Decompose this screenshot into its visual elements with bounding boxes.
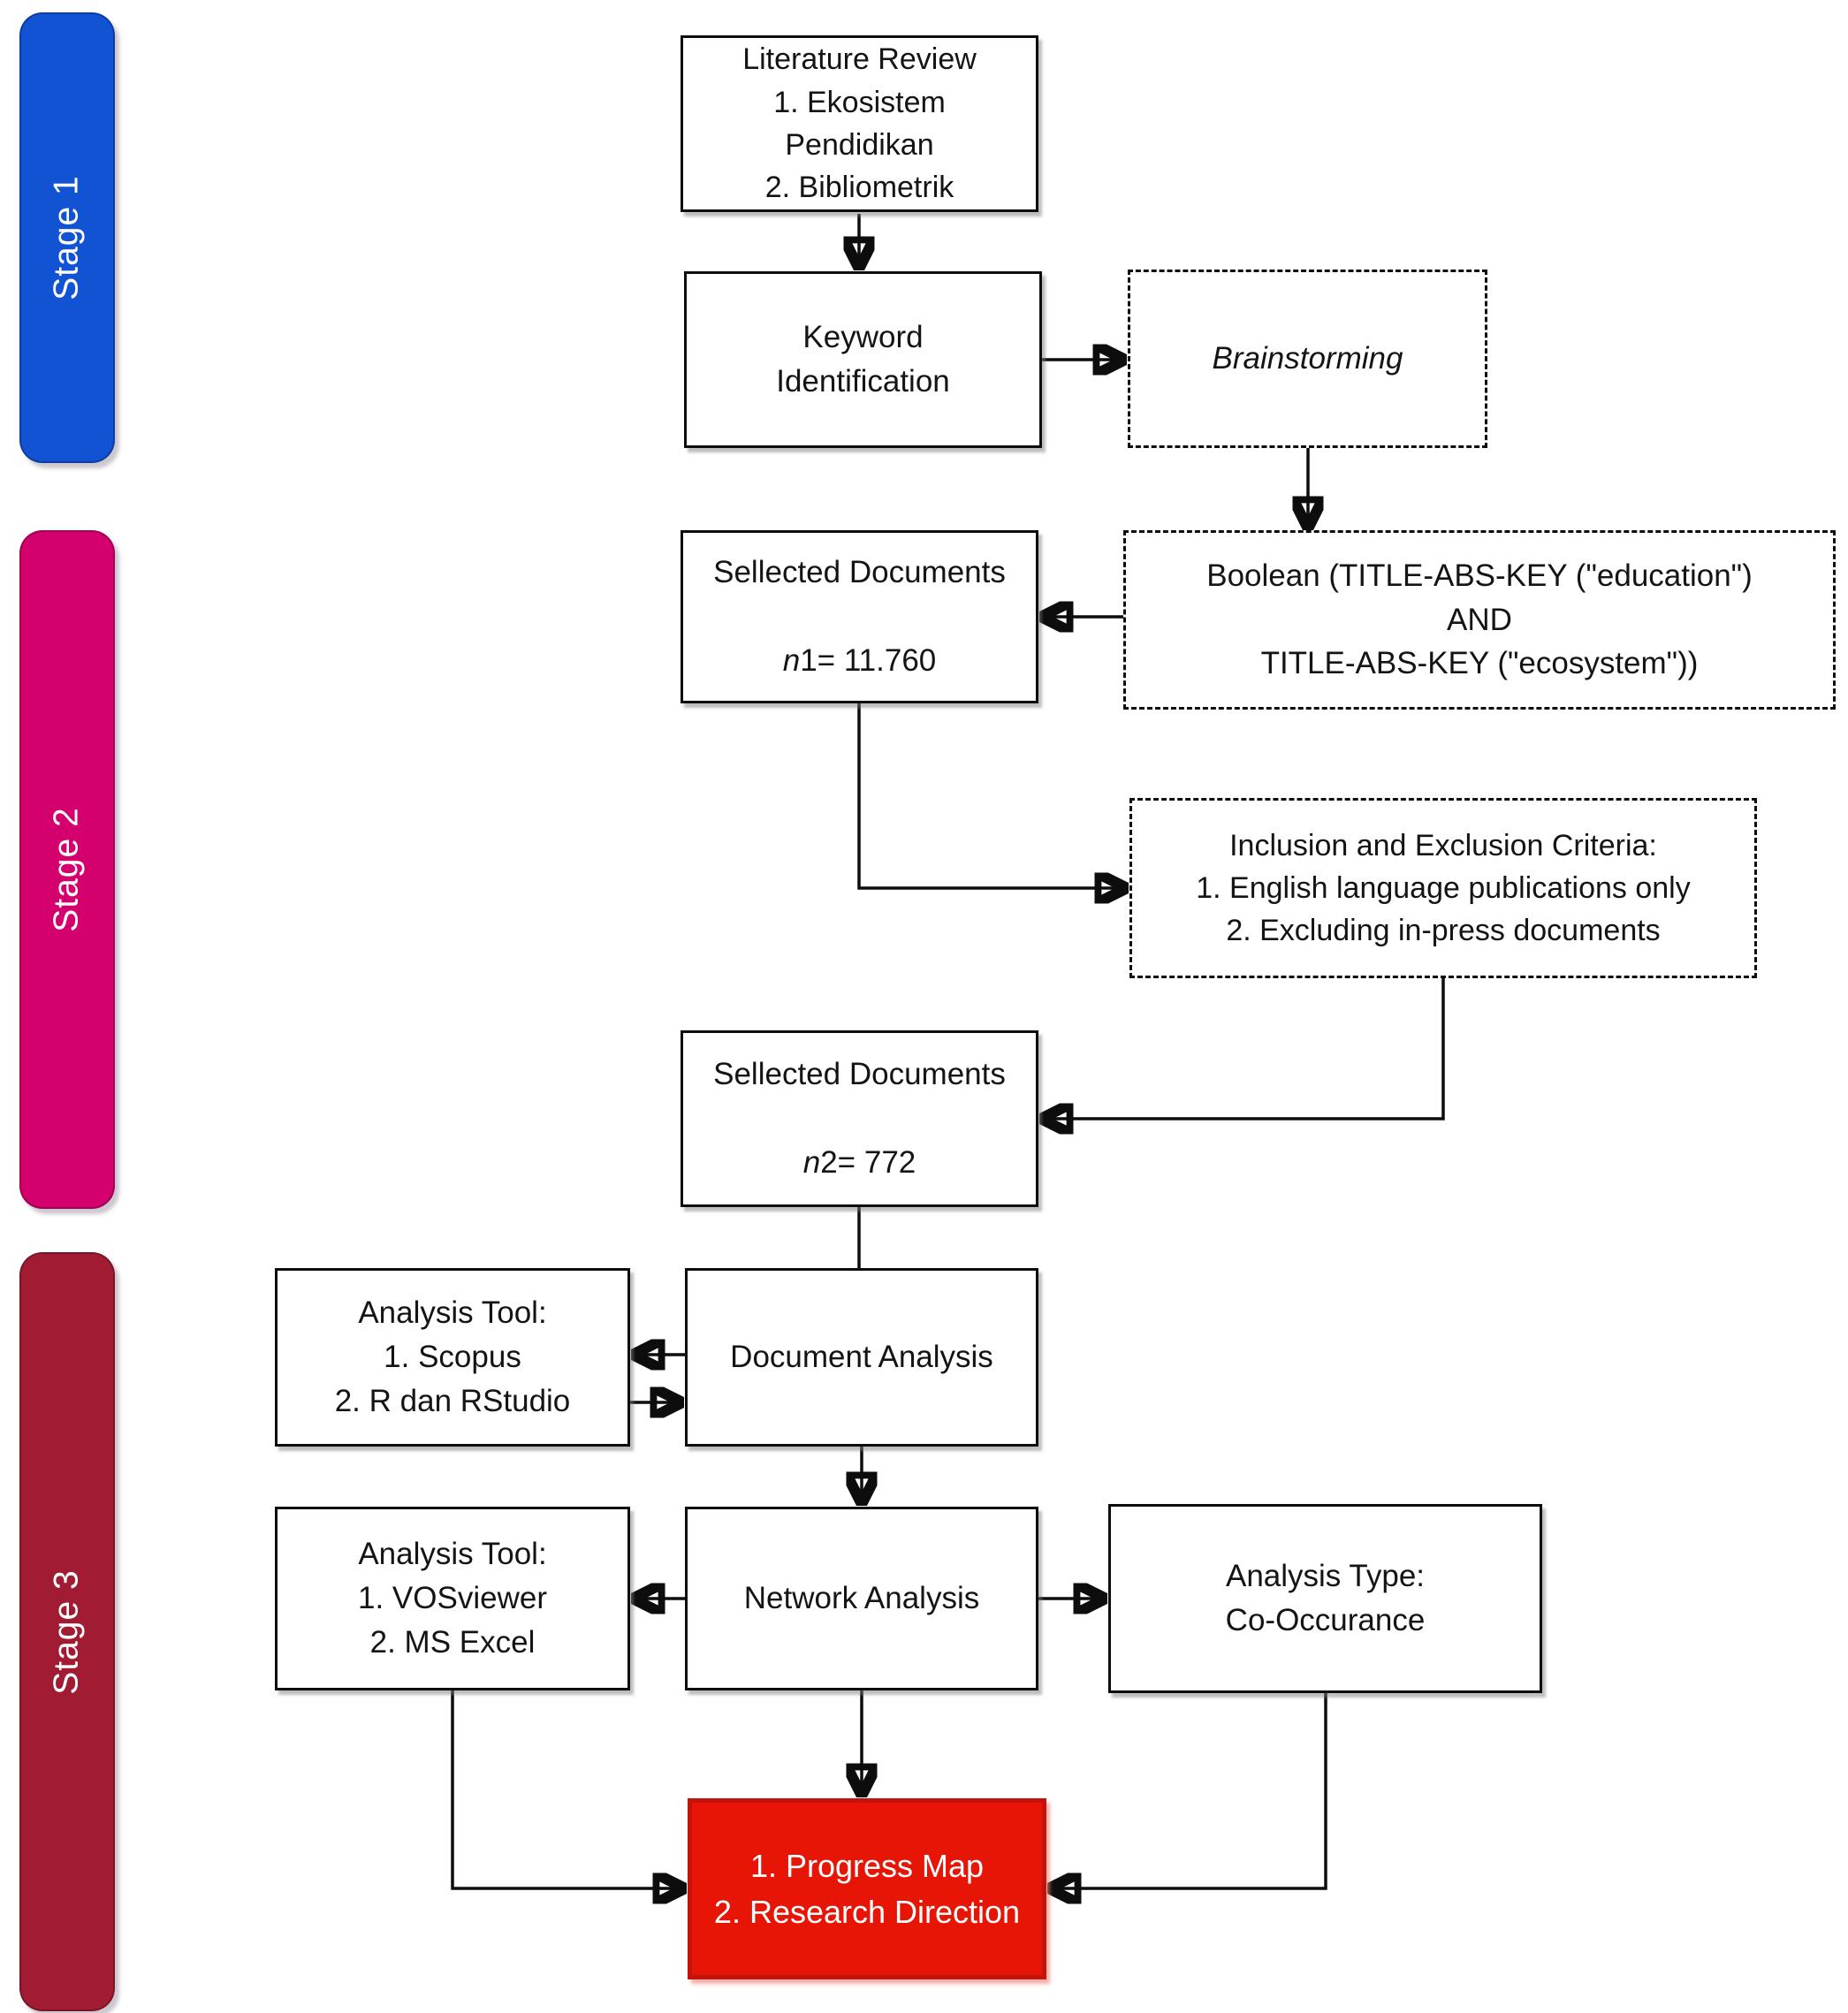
node-criteria-text: Inclusion and Exclusion Criteria: 1. Eng… (1196, 828, 1691, 948)
node-boolean-query-text: Boolean (TITLE-ABS-KEY ("education") AND… (1206, 558, 1753, 681)
node-analysis-tool-document: Analysis Tool: 1. Scopus 2. R dan RStudi… (275, 1268, 630, 1447)
node-brainstorming-text: Brainstorming (1212, 341, 1403, 376)
selected-documents-1-n: n (782, 642, 801, 678)
node-network-analysis: Network Analysis (685, 1507, 1038, 1690)
selected-documents-2-n: n (802, 1144, 821, 1180)
node-inclusion-exclusion-criteria: Inclusion and Exclusion Criteria: 1. Eng… (1129, 798, 1757, 978)
selected-documents-1-value: 1= 11.760 (800, 642, 937, 678)
connector-selected1-to-criteria (857, 703, 1122, 888)
node-selected-documents-1: Sellected Documents n1= 11.760 (681, 530, 1038, 703)
stage-3-bar: Stage 3 (19, 1252, 115, 2011)
node-brainstorming: Brainstorming (1128, 270, 1487, 448)
node-analysis-type: Analysis Type: Co-Occurance (1108, 1504, 1542, 1693)
node-boolean-query: Boolean (TITLE-ABS-KEY ("education") AND… (1123, 530, 1836, 710)
selected-documents-2-line1: Sellected Documents (713, 1057, 1006, 1092)
node-analysis-tool-document-text: Analysis Tool: 1. Scopus 2. R dan RStudi… (334, 1295, 571, 1418)
connector-criteria-to-selected2 (1046, 978, 1445, 1119)
stage-1-bar: Stage 1 (19, 12, 115, 463)
stage-2-bar: Stage 2 (19, 530, 115, 1209)
node-document-analysis-text: Document Analysis (730, 1340, 993, 1375)
node-literature-review-text: Literature Review 1. Ekosistem Pendidika… (742, 42, 977, 205)
node-result: 1. Progress Map 2. Research Direction (688, 1798, 1046, 1979)
selected-documents-2-line2: n2= 772 (683, 1141, 1036, 1185)
node-document-analysis: Document Analysis (685, 1268, 1038, 1447)
node-analysis-tool-network: Analysis Tool: 1. VOSviewer 2. MS Excel (275, 1507, 630, 1690)
node-selected-documents-2-text: Sellected Documents n2= 772 (683, 1009, 1036, 1228)
node-keyword-identification: Keyword Identification (684, 271, 1042, 448)
node-selected-documents-1-text: Sellected Documents n1= 11.760 (683, 507, 1036, 726)
selected-documents-1-line2: n1= 11.760 (683, 639, 1036, 683)
selected-documents-2-value: 2= 772 (820, 1144, 916, 1180)
node-keyword-identification-text: Keyword Identification (776, 320, 950, 399)
selected-documents-1-line1: Sellected Documents (713, 555, 1006, 590)
connector-tool-to-result (451, 1690, 681, 1888)
node-result-text: 1. Progress Map 2. Research Direction (713, 1848, 1021, 1930)
node-literature-review: Literature Review 1. Ekosistem Pendidika… (681, 35, 1038, 212)
connector-analysis-type-to-result (1053, 1693, 1327, 1888)
stage-2-label: Stage 2 (48, 807, 87, 932)
node-analysis-tool-network-text: Analysis Tool: 1. VOSviewer 2. MS Excel (358, 1537, 547, 1660)
node-network-analysis-text: Network Analysis (743, 1581, 980, 1616)
node-selected-documents-2: Sellected Documents n2= 772 (681, 1030, 1038, 1207)
node-analysis-type-text: Analysis Type: Co-Occurance (1225, 1559, 1426, 1637)
stage-3-label: Stage 3 (48, 1569, 87, 1695)
stage-1-label: Stage 1 (48, 175, 87, 300)
